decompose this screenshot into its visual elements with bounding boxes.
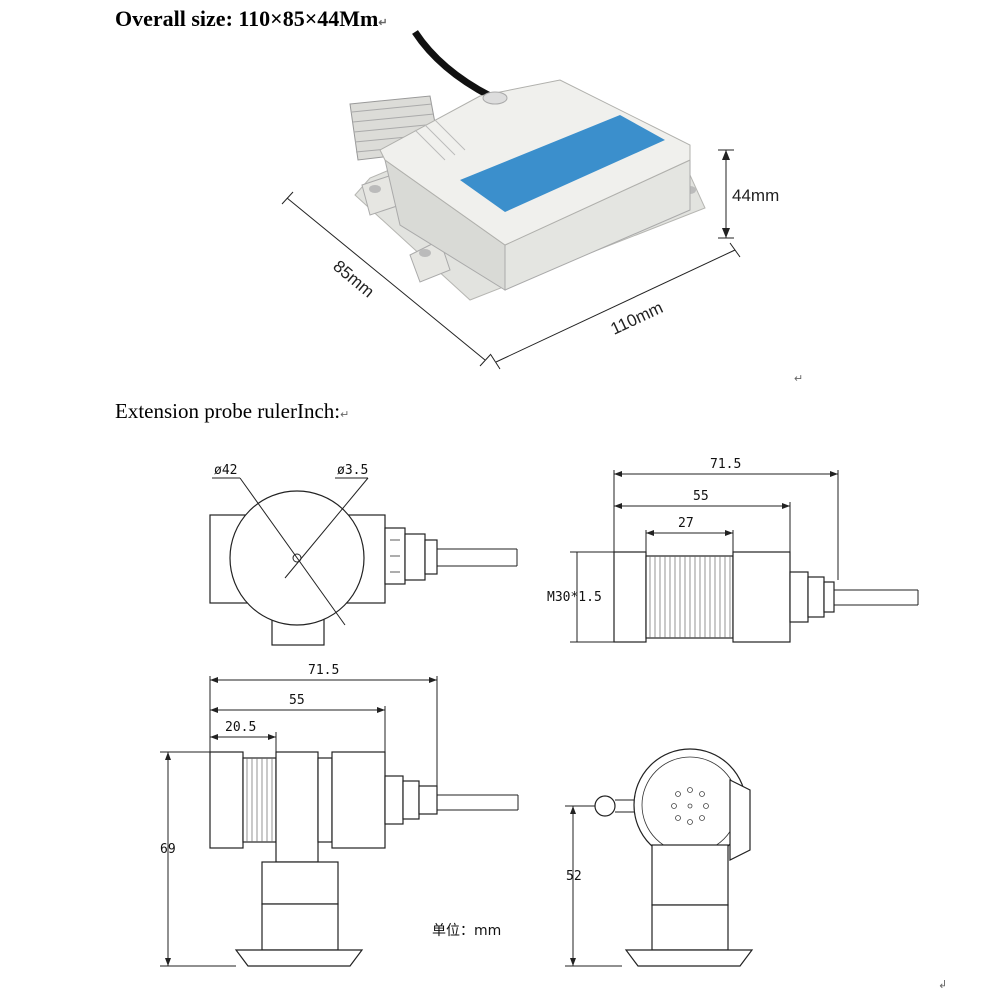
m30-label: M30*1.5 bbox=[547, 590, 602, 605]
side-view-drawing: 71.5 55 27 M30*1.5 bbox=[547, 457, 919, 643]
overall-size-heading: Overall size: 110×85×44Mm↵ bbox=[115, 6, 388, 32]
dia35-label: ø3.5 bbox=[337, 463, 368, 478]
bl-55-label: 55 bbox=[289, 693, 305, 708]
dim-85mm-label: 85mm bbox=[329, 257, 377, 302]
side-body bbox=[732, 551, 791, 643]
mount-ear-front bbox=[409, 239, 451, 283]
side-55-label: 55 bbox=[693, 489, 709, 504]
front-view-drawing: ø42 ø3.5 bbox=[209, 463, 518, 646]
dia42-label: ø42 bbox=[214, 463, 237, 478]
dim-line-110 bbox=[495, 249, 736, 363]
side-cap bbox=[613, 551, 647, 643]
probe-section-text: Extension probe rulerInch: bbox=[115, 399, 341, 423]
bl-cap bbox=[209, 751, 244, 849]
dim-line-85 bbox=[286, 197, 486, 361]
screw-hole-2 bbox=[419, 249, 431, 257]
br-holes bbox=[671, 787, 709, 825]
br-flange bbox=[624, 949, 754, 967]
probe-section-heading: Extension probe rulerInch:↵ bbox=[115, 399, 349, 424]
bl-body bbox=[331, 751, 386, 849]
br-knob bbox=[594, 795, 616, 817]
unit-label: 单位：mm bbox=[432, 923, 501, 939]
dia35-leader bbox=[284, 477, 369, 579]
return-mark: ↵ bbox=[378, 17, 388, 29]
return-mark-2: ↵ bbox=[340, 409, 350, 421]
bottom-right-drawing: 52 bbox=[565, 748, 754, 967]
br-stem bbox=[651, 844, 729, 906]
bl-stem bbox=[261, 861, 339, 905]
blue-label bbox=[460, 115, 665, 212]
bottom-left-drawing: 71.5 55 20.5 69 单位：mm bbox=[160, 663, 519, 967]
bl-20-5-label: 20.5 bbox=[225, 720, 256, 735]
bl-nut bbox=[275, 751, 319, 863]
screw-hole-1 bbox=[369, 185, 381, 193]
side-threaded-section bbox=[645, 555, 734, 639]
side-71-5-label: 71.5 bbox=[710, 457, 741, 472]
bl-flange bbox=[234, 949, 364, 967]
bl-71-5-label: 71.5 bbox=[308, 663, 339, 678]
return-mark-3: ↵ bbox=[794, 373, 804, 385]
side-27-label: 27 bbox=[678, 516, 694, 531]
cable-gland-top bbox=[482, 91, 508, 105]
dim-44mm-label: 44mm bbox=[732, 186, 779, 205]
sensor-housing-photo bbox=[349, 30, 706, 301]
overall-size-text: Overall size: 110×85×44Mm bbox=[115, 6, 379, 31]
br-clamp bbox=[729, 779, 751, 861]
housing-cable bbox=[412, 30, 492, 100]
dim-110mm-label: 110mm bbox=[608, 298, 666, 339]
br-52-label: 52 bbox=[566, 869, 582, 884]
dia42-leader bbox=[239, 477, 346, 626]
return-mark-4: ↲ bbox=[938, 979, 947, 991]
br-head bbox=[633, 748, 747, 862]
bl-69-label: 69 bbox=[160, 842, 176, 857]
